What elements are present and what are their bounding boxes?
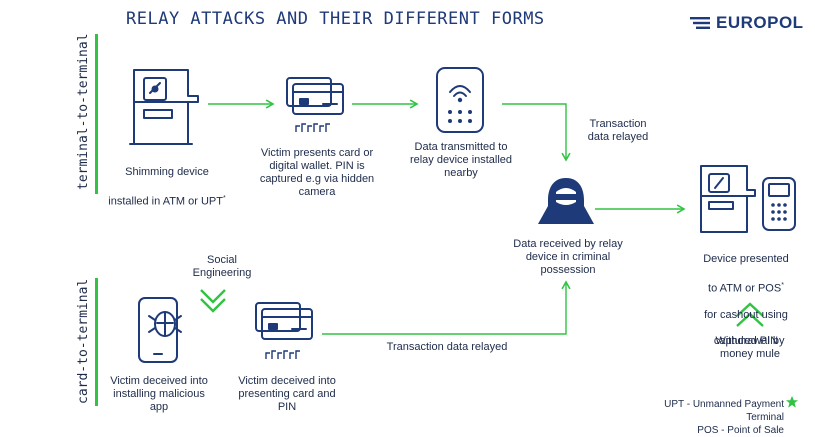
hidden-camera-icon-2 [265, 350, 300, 359]
payment-card-icon-2 [255, 302, 313, 340]
caption-victim-card: Victim presents card or digital wallet. … [259, 147, 375, 198]
hidden-camera-icon [295, 123, 330, 132]
phone-malware-icon [138, 297, 182, 363]
legend-upt: UPT - Unmanned Payment Terminal [664, 399, 784, 423]
chevron-up-icon [736, 302, 764, 327]
hooded-criminal-icon [538, 178, 594, 224]
caption-device-presented: Device presented to ATM or POS* for cash… [703, 253, 789, 347]
pos-terminal-icon [762, 177, 796, 231]
atm-shimming-icon [129, 69, 199, 145]
europol-logo-text: EUROPOL [716, 13, 804, 32]
arrow-relay-to-criminal [502, 103, 571, 162]
payment-card-icon [286, 77, 344, 115]
caption-data-received: Data received by relay device in crimina… [513, 238, 623, 276]
caption-transaction-relayed-top: Transaction data relayed [587, 118, 649, 143]
arrow-card-to-criminal [322, 280, 571, 335]
caption-transaction-relayed-bottom: Transaction data relayed [386, 341, 508, 353]
europol-logo-icon [690, 17, 710, 29]
caption-withdrawal: Withdrawal by money mule [715, 335, 785, 360]
caption-shimming: Shimming device installed in ATM or UPT* [108, 166, 226, 208]
europol-logo: EUROPOL [690, 13, 804, 33]
section-bar-card [95, 278, 98, 406]
caption-victim-presenting-card: Victim deceived into presenting card and… [238, 375, 336, 413]
section-bar-terminal [95, 34, 98, 194]
legend-pos: POS - Point of Sale [697, 425, 784, 436]
atm-cashout-icon [700, 165, 756, 233]
caption-data-transmitted: Data transmitted to relay device install… [409, 141, 513, 179]
caption-social-engineering: Social Engineering [192, 254, 252, 279]
relay-device-icon [436, 67, 484, 133]
caption-victim-malicious-app: Victim deceived into installing maliciou… [110, 375, 208, 413]
page-title: RELAY ATTACKS AND THEIR DIFFERENT FORMS [126, 9, 545, 29]
legend-star-icon [786, 396, 798, 408]
legend: UPT - Unmanned Payment Terminal POS - Po… [624, 398, 784, 437]
chevron-down-icon [200, 289, 226, 313]
flow-arrows [208, 99, 686, 335]
